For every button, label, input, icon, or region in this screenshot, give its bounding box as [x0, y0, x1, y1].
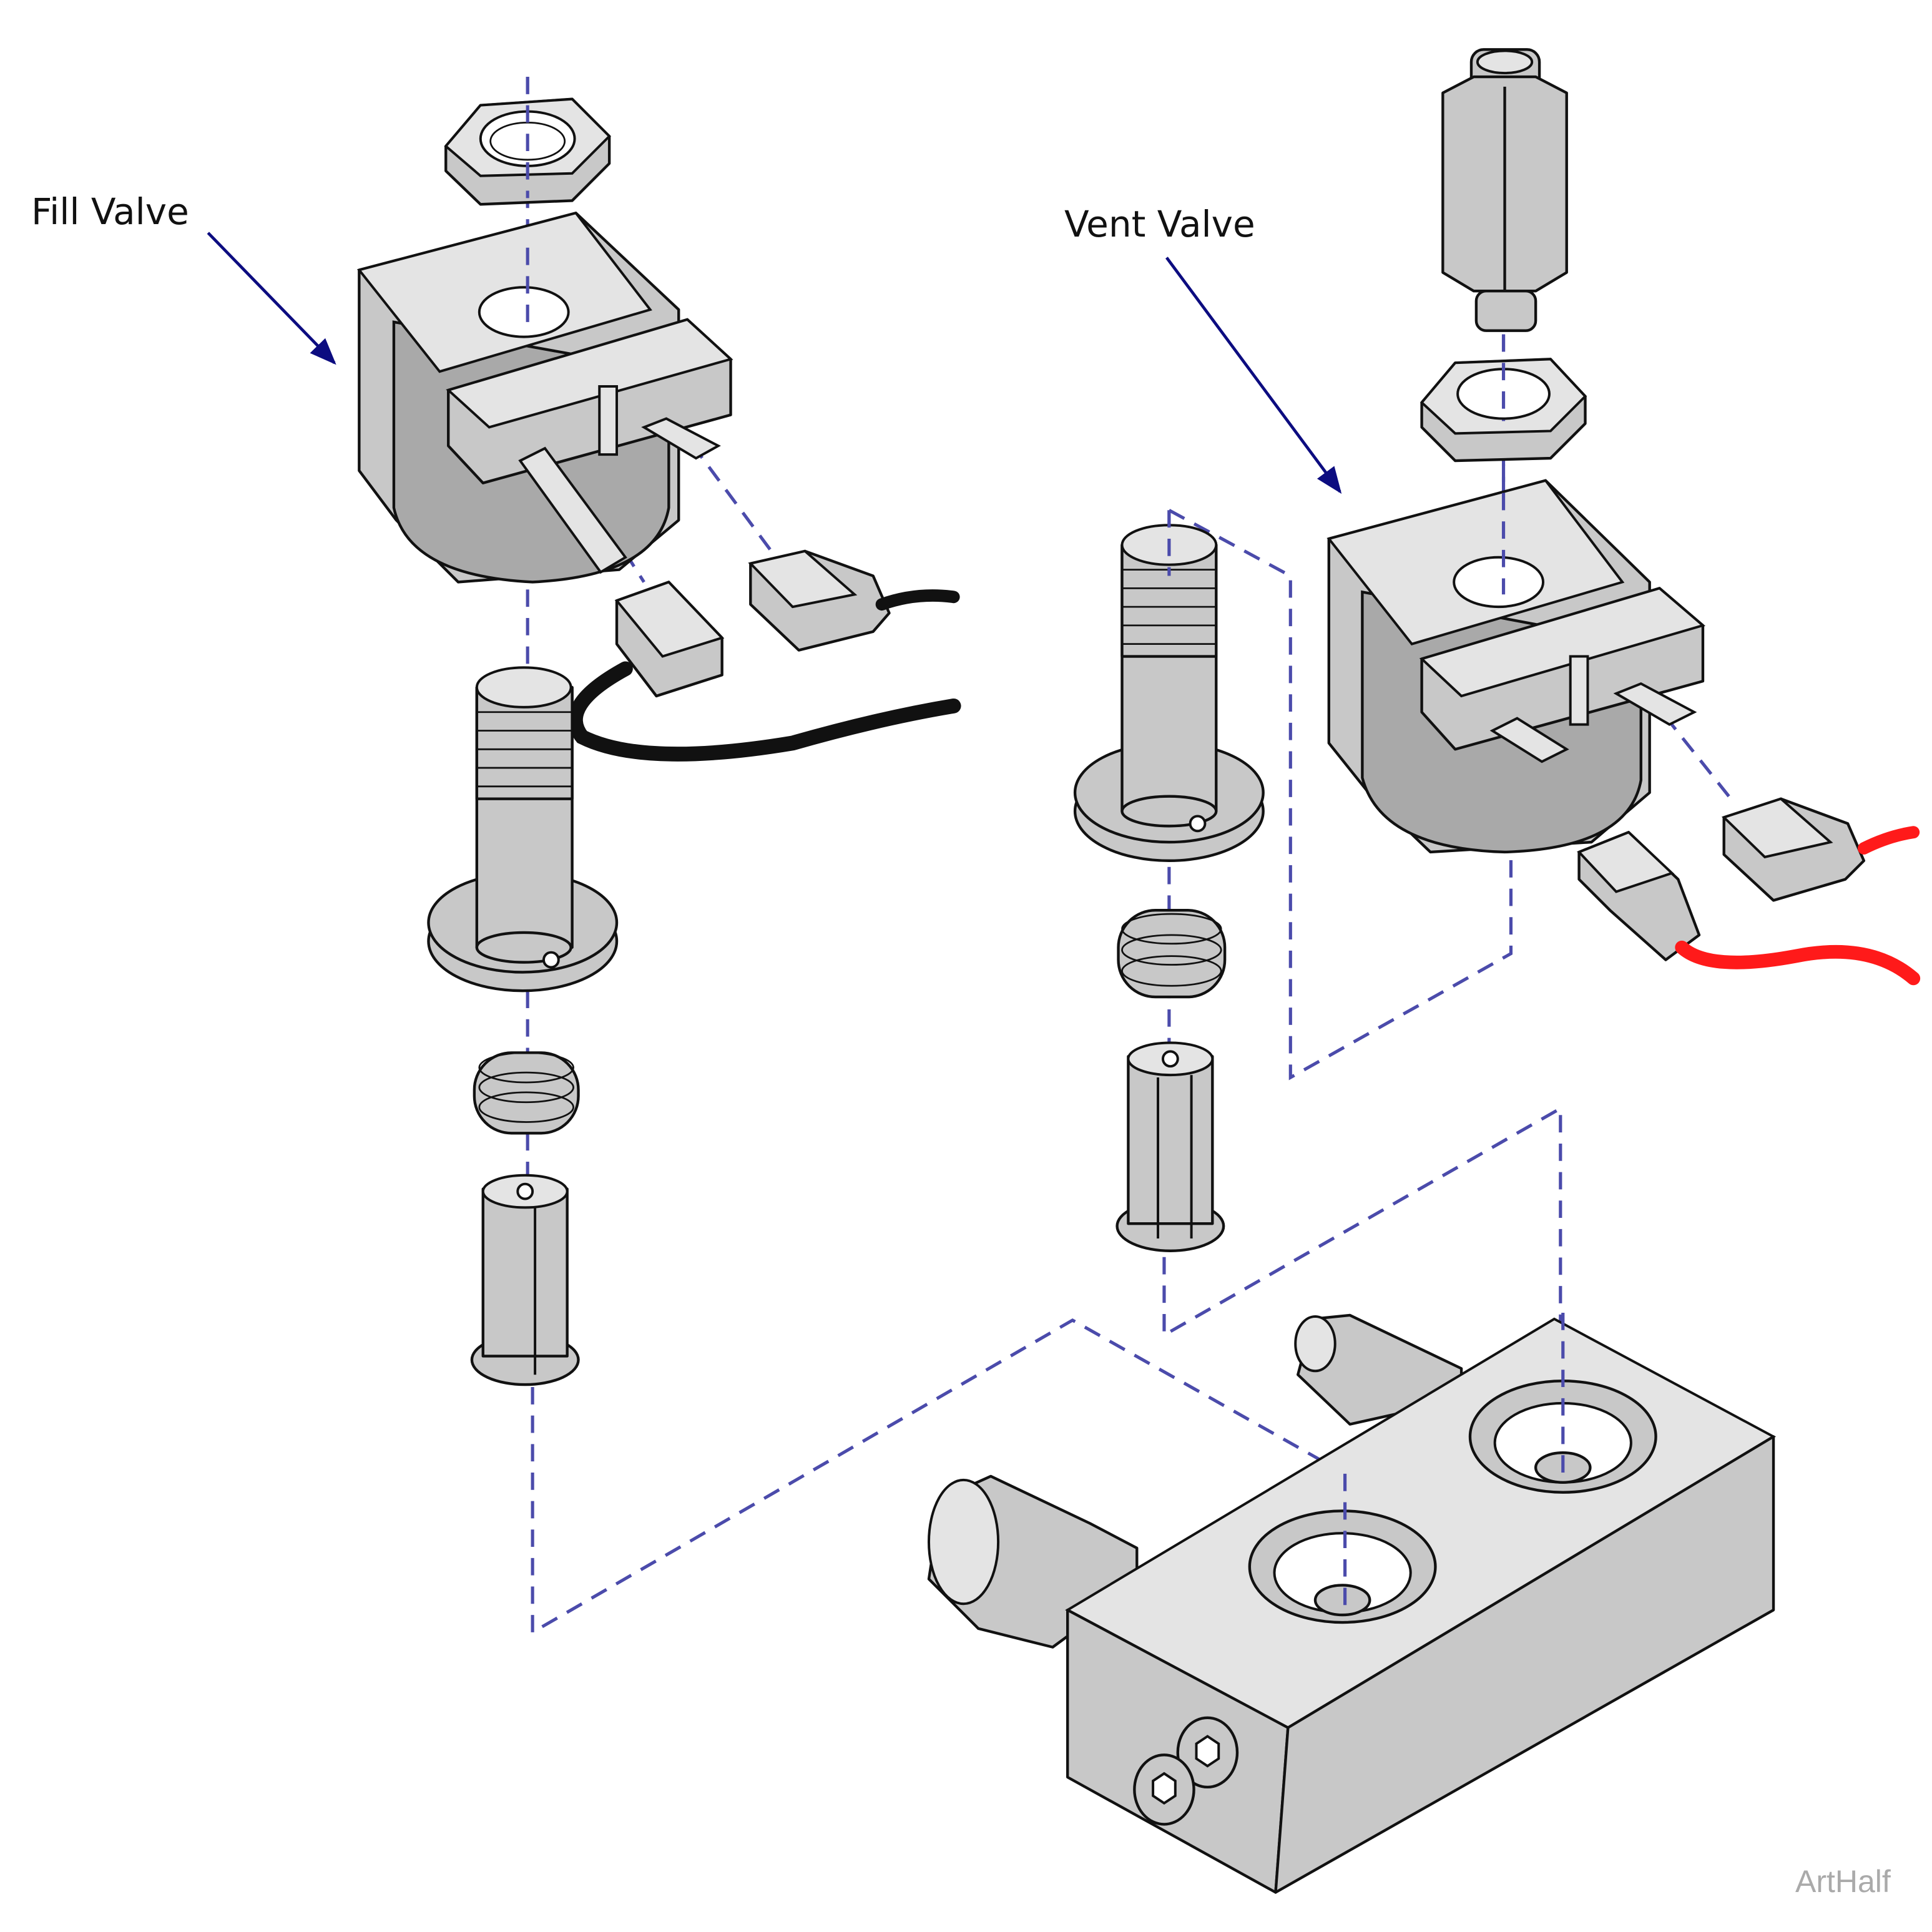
vent-valve-connector-1 [1577, 830, 1701, 961]
fill-valve-wire-1 [568, 661, 961, 762]
fill-valve-connector-1 [614, 581, 725, 698]
socket-head-plug-2 [1133, 1753, 1195, 1826]
socket-head-plug-1 [1176, 1716, 1239, 1789]
fill-valve-wire-2 [875, 589, 960, 611]
fill-valve-coil [356, 211, 733, 584]
vent-valve-red-wire-2 [1857, 826, 1920, 855]
fill-valve-connector-2 [748, 549, 891, 652]
vent-valve-red-wire-1 [1675, 940, 1921, 986]
fill-valve-tube [427, 666, 619, 993]
vent-valve-label: Vent Valve [1064, 203, 1255, 245]
vent-valve-leader-arrow [1165, 257, 1342, 494]
vent-valve-spring [1117, 909, 1227, 999]
fill-valve-label: Fill Valve [31, 190, 189, 233]
watermark: ArtHalf [1795, 1864, 1891, 1899]
fill-valve-spring [473, 1051, 580, 1135]
manifold-block [1065, 1317, 1777, 1894]
fill-valve-leader-arrow [207, 232, 336, 365]
vent-valve-plunger [1116, 1041, 1225, 1252]
fill-valve-plunger [470, 1174, 580, 1386]
vent-valve-fitting [1441, 48, 1568, 332]
vent-valve-tube [1073, 524, 1265, 863]
vent-valve-connector-2 [1721, 797, 1866, 902]
vent-valve-coil [1326, 479, 1706, 854]
